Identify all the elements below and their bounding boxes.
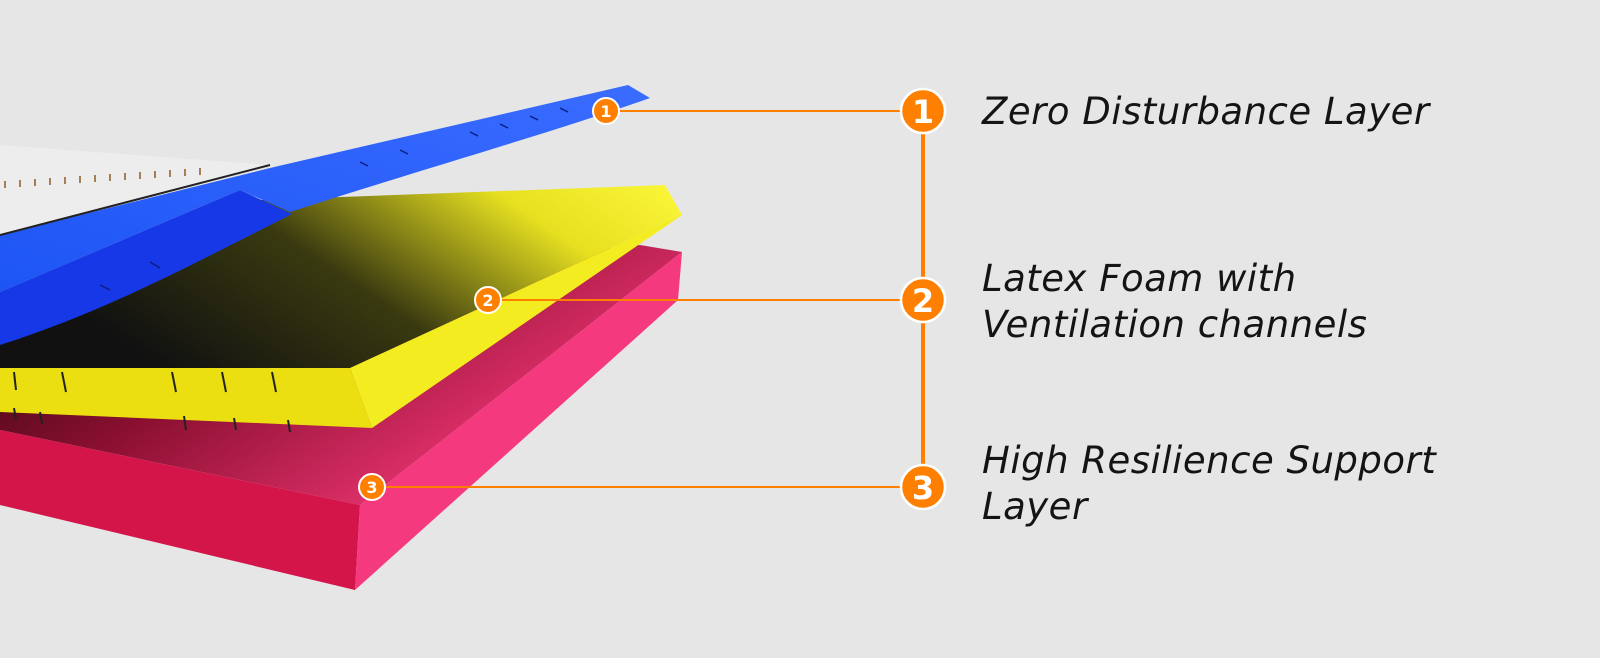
layer-2-label-line-1: Latex Foam with — [982, 257, 1297, 300]
layer-2-label-line-2: Ventilation channels — [982, 303, 1368, 346]
marker-small-3: 3 — [358, 473, 386, 501]
layer-2-label: Latex Foam with Ventilation channels — [982, 256, 1367, 348]
marker-small-1: 1 — [592, 97, 620, 125]
svg-text:2: 2 — [482, 291, 493, 310]
svg-text:1: 1 — [912, 93, 934, 131]
layer-3-label-line-2: Layer — [982, 485, 1088, 528]
svg-text:3: 3 — [912, 469, 934, 507]
zero-disturbance-layer — [0, 85, 650, 345]
layer-3-label-line-1: High Resilience Support — [982, 439, 1437, 482]
layer-1-label: Zero Disturbance Layer — [982, 89, 1430, 135]
latex-layer — [0, 185, 682, 433]
svg-text:3: 3 — [366, 478, 377, 497]
marker-small-2: 2 — [474, 286, 502, 314]
svg-text:2: 2 — [912, 282, 934, 320]
layer-3-label: High Resilience Support Layer — [982, 438, 1436, 530]
marker-1: 1 — [899, 87, 947, 135]
marker-2: 2 — [899, 276, 947, 324]
marker-3: 3 — [899, 463, 947, 511]
svg-text:1: 1 — [600, 102, 611, 121]
mattress-cover — [0, 145, 271, 236]
layer-1-label-line: Zero Disturbance Layer — [982, 90, 1430, 133]
